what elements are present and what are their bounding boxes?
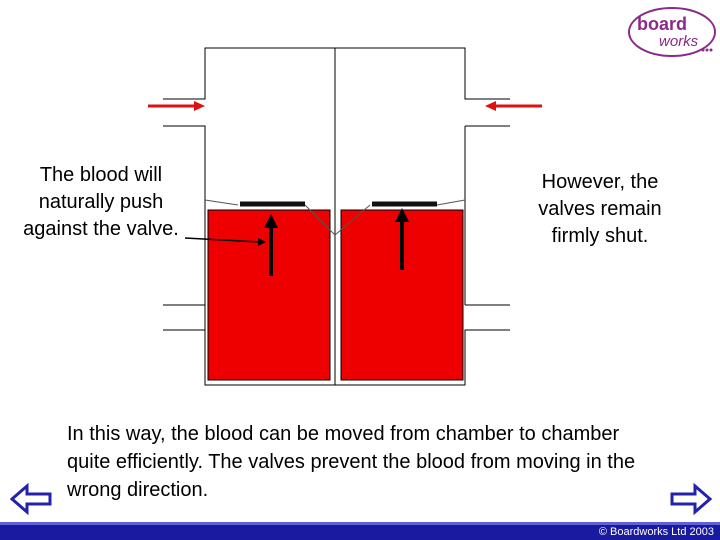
- right-pressure-arrow: [395, 208, 409, 270]
- left-caption: The blood will naturally push against th…: [23, 164, 179, 240]
- logo-line1: board: [637, 14, 687, 34]
- boardworks-logo: board works: [627, 6, 717, 58]
- explanation-text: In this way, the blood can be moved from…: [67, 423, 636, 501]
- copyright-text: © Boardworks Ltd 2003: [598, 526, 714, 538]
- caption-pointer: [184, 237, 266, 246]
- right-inflow-arrow: [485, 101, 542, 111]
- left-inflow-arrow: [148, 101, 205, 111]
- footer-bar: © Boardworks Ltd 2003: [0, 522, 720, 540]
- logo-line2: works: [659, 33, 699, 50]
- footer-accent-line: [0, 522, 720, 525]
- chamber-outline: [163, 47, 510, 386]
- right-caption: However, the valves remain firmly shut.: [538, 171, 662, 247]
- logo-graphic: board works: [628, 7, 716, 57]
- valve-flaps: [204, 199, 466, 236]
- right-arrow-icon[interactable]: [670, 482, 713, 516]
- left-pressure-arrow: [264, 214, 278, 276]
- left-arrow-icon[interactable]: [9, 482, 52, 516]
